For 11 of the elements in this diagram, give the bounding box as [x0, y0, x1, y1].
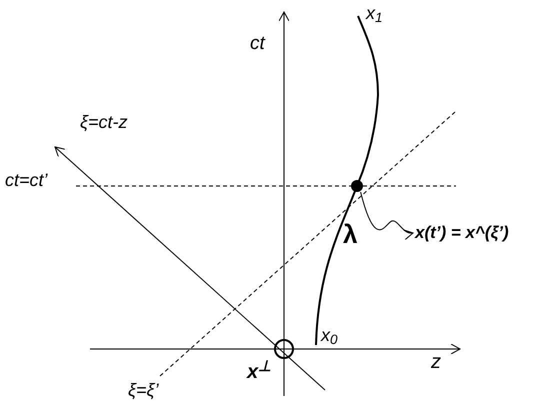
equation-label: x(t’) = x^(ξ’)	[415, 221, 537, 245]
wavy-arrow	[360, 192, 414, 240]
line-label: ξ=ξ’	[128, 379, 159, 402]
axis-label: z	[431, 350, 441, 374]
line-label: ct=ct’	[5, 169, 48, 192]
axis-label: ct	[250, 32, 265, 56]
axis-label: ξ=ct-z	[80, 111, 128, 134]
curve-label: λ	[343, 222, 358, 246]
curve-label: x$_{1}$	[366, 2, 383, 25]
point-label: x$^{⊥}$	[247, 360, 272, 384]
point-label: x$_{0}$	[321, 324, 338, 347]
